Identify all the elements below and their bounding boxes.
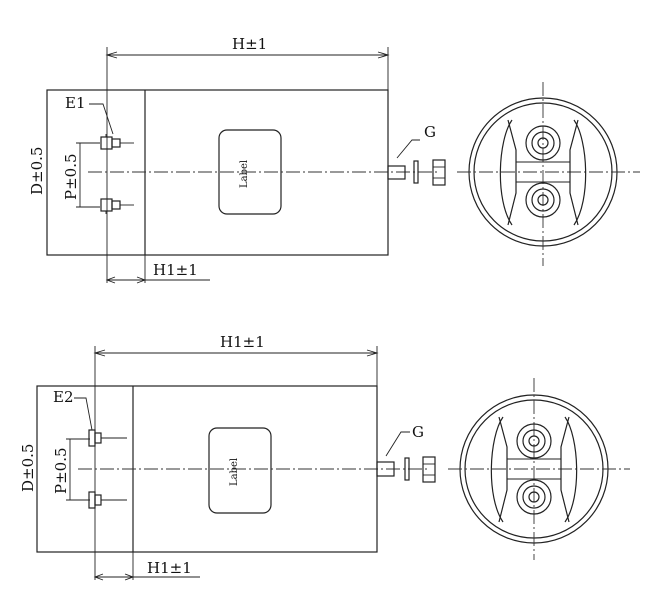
stud-label: G — [424, 123, 436, 141]
dim-pitch-label-2: P±0.5 — [52, 447, 70, 494]
leader-stud-2 — [385, 431, 410, 457]
dim-terminal-arrow-right — [136, 276, 147, 284]
terminal-e2-upper — [88, 429, 127, 447]
capacitor-body-outline — [46, 89, 389, 256]
dim-diameter-label: D±0.5 — [28, 147, 46, 195]
stud-label-2: G — [412, 423, 424, 441]
dim-pitch-label: P±0.5 — [62, 153, 80, 200]
dim-terminal-arrow-right-2 — [124, 573, 135, 581]
label-area-box-2 — [208, 427, 272, 514]
leader-e1 — [89, 103, 114, 135]
leader-e2 — [74, 397, 93, 431]
terminal-e1-label: E1 — [65, 94, 86, 112]
terminal-e2-lower — [88, 491, 127, 509]
stud-nut-2 — [422, 456, 436, 483]
end-view-e1 — [457, 82, 640, 266]
dim-diameter-label-2: D±0.5 — [19, 444, 37, 492]
dim-overall-height-label: H±1 — [232, 35, 267, 53]
terminal-e1-upper — [100, 134, 134, 150]
drawing-view-e1: H±1 D±0.5 P±0.5 E1 Label — [28, 35, 640, 284]
dim-terminal-arrow-left — [105, 276, 116, 284]
stud-nut — [432, 159, 446, 186]
label-area-text: Label — [239, 160, 250, 188]
terminal-e1-lower — [100, 198, 134, 214]
mounting-stud-2 — [376, 461, 395, 477]
drawing-view-e2: H1±1 D±0.5 P±0.5 E2 Label — [19, 333, 630, 581]
stud-washer-2 — [404, 457, 410, 481]
mounting-stud — [387, 165, 406, 180]
end-view-e2 — [448, 378, 630, 560]
dim-overall-height-label-2: H1±1 — [220, 333, 265, 351]
dim-terminal-height-label: H1±1 — [153, 261, 198, 279]
dim-terminal-arrow-left-2 — [93, 573, 104, 581]
leader-stud — [396, 139, 420, 159]
stud-washer — [413, 160, 419, 184]
label-area-text-2: Label — [229, 458, 240, 486]
dim-terminal-height-label-2: H1±1 — [147, 559, 192, 577]
terminal-e2-label: E2 — [53, 388, 74, 406]
